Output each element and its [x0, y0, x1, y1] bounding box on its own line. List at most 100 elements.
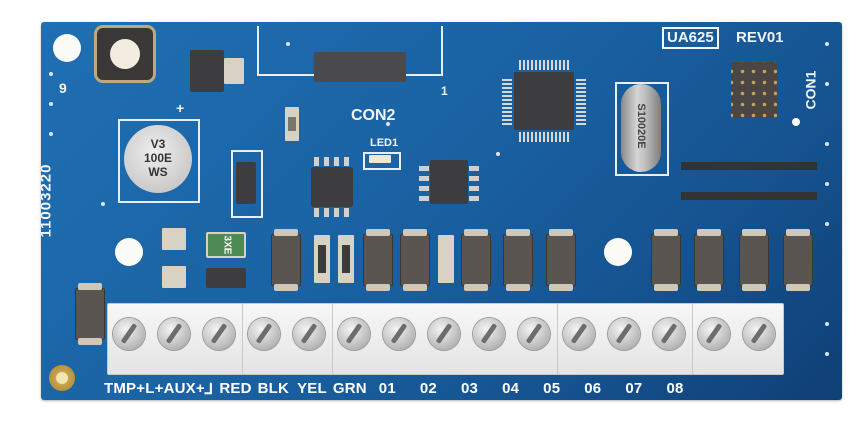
soic-ic-2 — [430, 160, 468, 204]
tvs-diode-tmp — [75, 283, 105, 345]
via — [825, 82, 829, 86]
terminal-screw-08[interactable] — [743, 318, 775, 350]
label-blk: BLK — [257, 380, 290, 397]
silkscreen-plus: + — [176, 100, 185, 116]
terminal-screw-01[interactable] — [428, 318, 460, 350]
soic-ic-1-pins-bottom — [314, 208, 350, 217]
tvs-diode-6 — [546, 229, 576, 291]
diode — [236, 162, 256, 204]
via — [825, 322, 829, 326]
label-01: 01 — [378, 380, 396, 397]
mcu-pins-right — [576, 77, 586, 125]
soic-ic-2-pins-left — [419, 163, 429, 201]
label-05: 05 — [543, 380, 561, 397]
label-04: 04 — [502, 380, 520, 397]
diode-2 — [206, 268, 246, 288]
resistor-r3 — [338, 235, 354, 283]
capacitor-outline — [118, 119, 200, 203]
soic-ic-1 — [311, 167, 353, 207]
terminal-screw-tmp[interactable] — [113, 318, 145, 350]
tvs-diode-7 — [651, 229, 681, 291]
ground-pad — [49, 365, 75, 391]
tvs-diode-4 — [461, 229, 491, 291]
led1 — [369, 155, 391, 163]
via — [49, 132, 53, 136]
crystal-oscillator: S10020E — [621, 84, 661, 172]
resistor-r2 — [314, 235, 330, 283]
terminal-screw-04[interactable] — [563, 318, 595, 350]
terminal-screw-03[interactable] — [518, 318, 550, 350]
label-tmp: TMP — [104, 380, 137, 397]
via — [49, 72, 53, 76]
capacitor-text-2: 100E — [143, 151, 173, 165]
crystal-text: S10020E — [635, 103, 647, 149]
silkscreen-revision: REV01 — [736, 29, 784, 46]
mounting-hole-top-left — [53, 34, 81, 62]
microcontroller — [514, 72, 574, 130]
mcu-pins-bottom — [519, 132, 569, 142]
crystal-outline — [615, 82, 669, 176]
silkscreen-con2-pin1: 1 — [441, 84, 448, 98]
terminal-screw-blk[interactable] — [293, 318, 325, 350]
via — [825, 352, 829, 356]
terminal-screw-yel[interactable] — [338, 318, 370, 350]
via — [825, 222, 829, 226]
label-08: 08 — [666, 380, 684, 397]
silkscreen-con1: CON1 — [802, 70, 819, 110]
regulator-tab — [224, 58, 244, 84]
tvs-diode-9 — [739, 229, 769, 291]
con2-connector — [314, 52, 406, 82]
label-06: 06 — [584, 380, 602, 397]
label-grn: GRN — [332, 380, 367, 397]
label-l: +L+ — [136, 380, 164, 397]
ptc-fuse: 3XE — [206, 232, 246, 258]
via — [101, 202, 105, 206]
soic-ic-1-pins-top — [314, 157, 350, 166]
silkscreen-part-number: 11003220 — [41, 163, 55, 238]
electrolytic-capacitor: V3 100E WS — [124, 125, 192, 193]
tamper-switch — [97, 28, 153, 80]
silkscreen-con2: CON2 — [351, 107, 396, 124]
voltage-regulator — [190, 50, 224, 92]
terminal-labels: TMP +L+ AUX+ ⅃ RED BLK YEL GRN 01 02 03 … — [104, 380, 684, 398]
mcu-pins-left — [502, 77, 512, 125]
con1-header — [731, 62, 777, 118]
label-yel: YEL — [297, 380, 327, 397]
capacitor-text-1: V3 — [150, 137, 166, 151]
label-red: RED — [219, 380, 252, 397]
label-ground: ⅃ — [204, 381, 214, 398]
via — [825, 142, 829, 146]
capacitor-text-3: WS — [148, 165, 168, 179]
terminal-screw-05[interactable] — [608, 318, 640, 350]
resistor-r1 — [285, 107, 299, 141]
terminal-screw-07[interactable] — [698, 318, 730, 350]
silkscreen-model: UA625 — [662, 27, 719, 49]
terminal-screw-06[interactable] — [653, 318, 685, 350]
con1-pin1-mark — [792, 118, 800, 126]
tvs-diode-5 — [503, 229, 533, 291]
via — [496, 152, 500, 156]
label-02: 02 — [419, 380, 437, 397]
pad-2 — [162, 266, 186, 288]
silkscreen-led1: LED1 — [370, 137, 399, 149]
terminal-screw-red[interactable] — [248, 318, 280, 350]
tvs-diode-8 — [694, 229, 724, 291]
terminal-screw-aux-plus[interactable] — [203, 318, 235, 350]
label-03: 03 — [460, 380, 479, 397]
via — [286, 42, 290, 46]
led1-outline — [363, 152, 401, 170]
resistor-r4 — [438, 235, 454, 283]
tvs-diode-10 — [783, 229, 813, 291]
terminal-screw-l[interactable] — [158, 318, 190, 350]
label-07: 07 — [625, 380, 643, 397]
pad-1 — [162, 228, 186, 250]
transistor-array — [681, 152, 817, 208]
terminal-screw-grn[interactable] — [383, 318, 415, 350]
via — [386, 122, 390, 126]
via — [825, 42, 829, 46]
tvs-diode-2 — [363, 229, 393, 291]
mounting-hole-left-middle — [115, 238, 143, 266]
label-aux: AUX+ — [163, 380, 205, 397]
terminal-screw-02[interactable] — [473, 318, 505, 350]
mcu-pins-top — [519, 60, 569, 70]
